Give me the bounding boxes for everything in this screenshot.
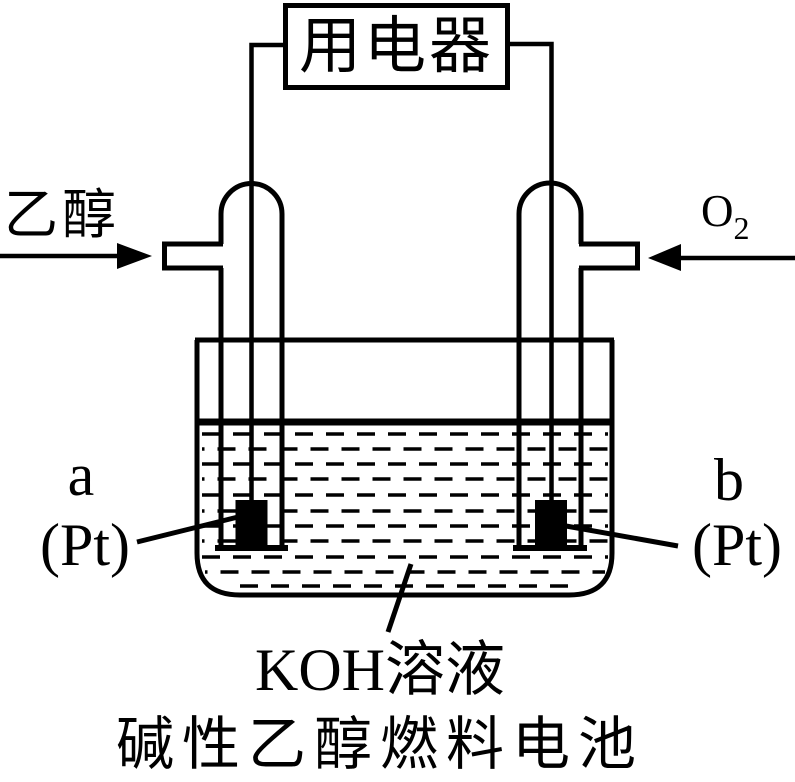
electrode-b-letter-label: b — [714, 447, 744, 513]
solution-leader-line — [385, 563, 414, 633]
electrode-b-leader-line — [565, 523, 679, 549]
electrode-b-block — [535, 500, 567, 548]
oxygen-inlet-label: O2 — [701, 186, 750, 246]
solution-container — [194, 337, 615, 598]
electrode-a-block — [235, 500, 268, 548]
appliance-box: 用电器 — [283, 3, 510, 90]
left-inlet-nozzle — [162, 241, 223, 271]
right-wire — [506, 41, 554, 502]
diagram-caption: 碱性乙醇燃料电池 — [115, 712, 644, 777]
ethanol-flow-arrow-icon — [0, 243, 152, 269]
oxygen-subscript: 2 — [733, 210, 750, 246]
electrode-a-material-label: (Pt) — [40, 512, 130, 578]
appliance-label: 用电器 — [298, 11, 494, 81]
solution-liquid-dashes — [202, 432, 608, 588]
oxygen-symbol: O — [701, 186, 734, 236]
left-wire — [249, 42, 286, 502]
ethanol-inlet-label: 乙醇 — [4, 185, 120, 245]
right-gas-tube — [513, 180, 640, 551]
electrode-b-material-label: (Pt) — [692, 512, 782, 578]
electrode-a-letter-label: a — [67, 442, 95, 508]
solution-label: KOH溶液 — [255, 637, 505, 703]
right-inlet-nozzle — [579, 241, 640, 271]
oxygen-flow-arrow-icon — [648, 244, 795, 271]
